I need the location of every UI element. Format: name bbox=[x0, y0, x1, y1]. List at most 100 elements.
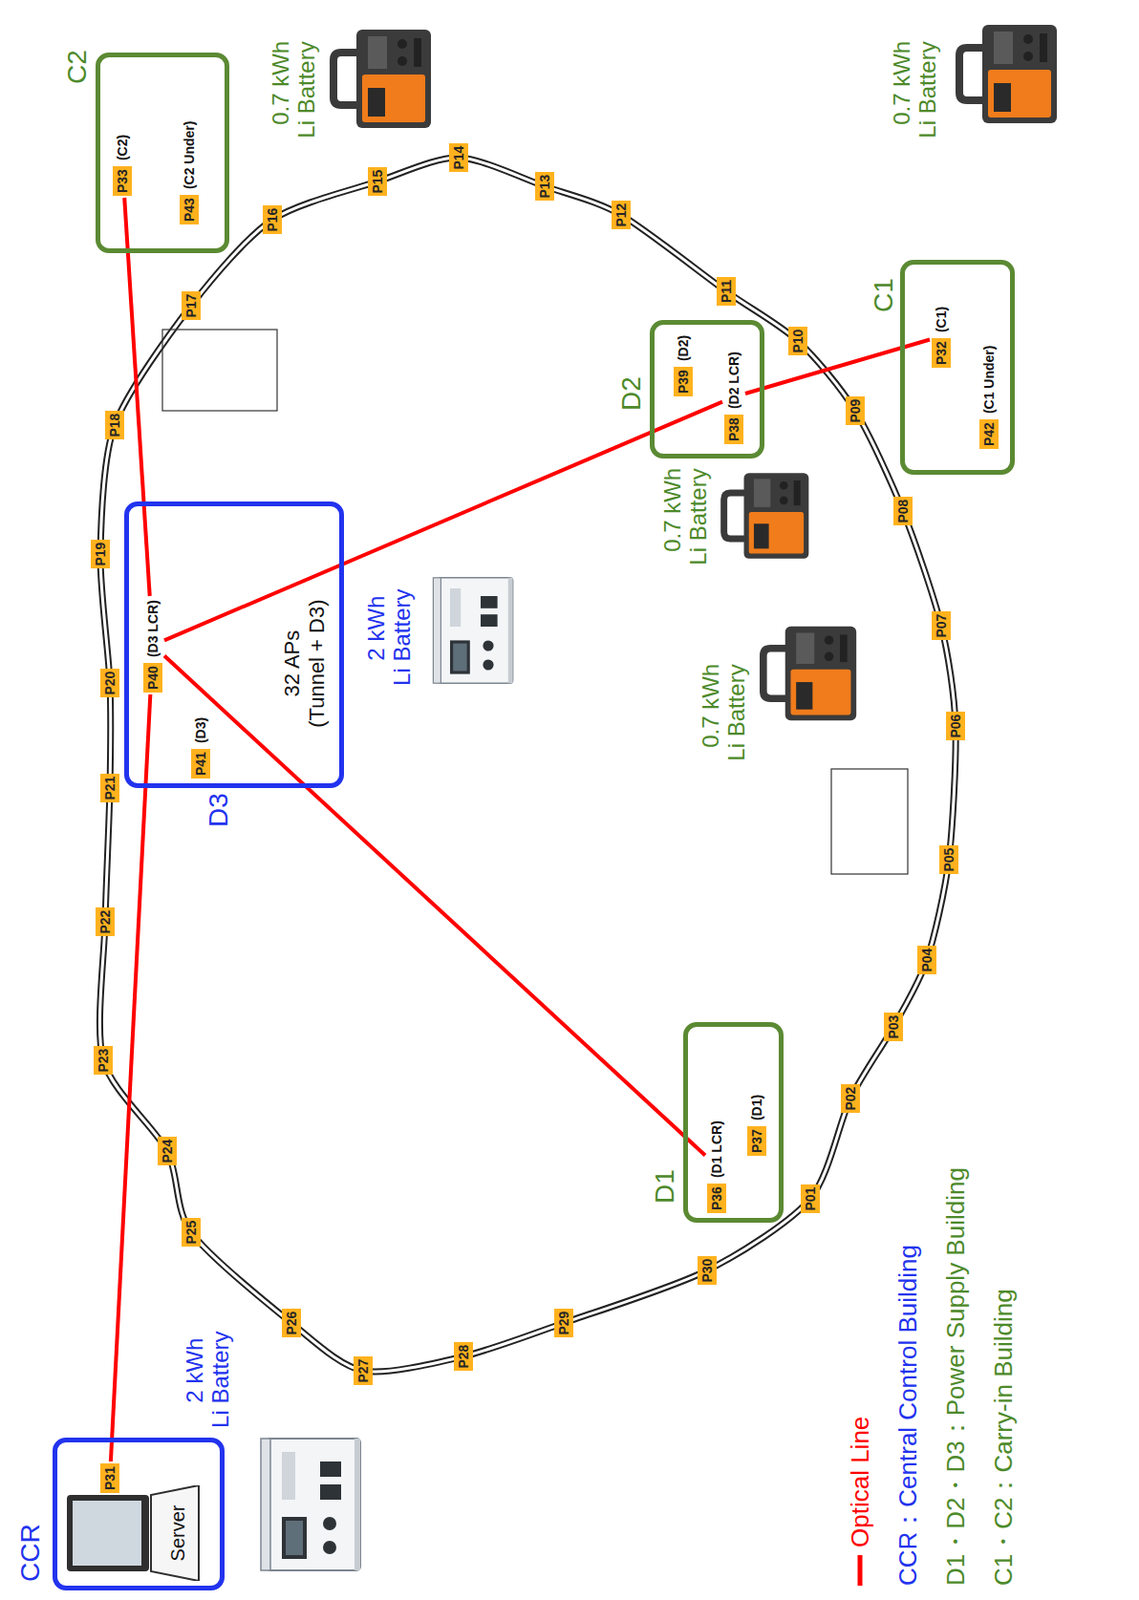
tunnel-floor bbox=[99, 157, 956, 1373]
portable-battery-icon bbox=[333, 29, 431, 129]
point-id: P25 bbox=[181, 1218, 201, 1248]
access-point-tag: P31 bbox=[100, 1463, 120, 1494]
access-point-tag: P22 bbox=[95, 907, 115, 938]
tunnel-ring bbox=[99, 157, 956, 1373]
legend-text: C1・C2：Carry-in Building bbox=[988, 1289, 1018, 1587]
access-point-tag: P23 bbox=[93, 1046, 113, 1076]
point-id: P43 bbox=[179, 194, 199, 225]
point-id: P23 bbox=[93, 1046, 113, 1076]
building-heading: D2 bbox=[616, 376, 647, 411]
access-point-tag: P42(C1 Under) bbox=[979, 343, 999, 450]
server-label: Server bbox=[166, 1485, 190, 1582]
access-point-tag: P11 bbox=[716, 277, 736, 306]
point-id: P36 bbox=[707, 1183, 727, 1214]
point-id: P10 bbox=[788, 326, 808, 357]
access-point-tag: P28 bbox=[453, 1342, 473, 1373]
building-box: D332 APs (Tunnel + D3)P40(D3 LCR)P41(D3) bbox=[124, 501, 344, 789]
point-note: (C1) bbox=[932, 304, 950, 335]
point-id: P29 bbox=[554, 1309, 574, 1339]
access-point-tag: P43(C2 Under) bbox=[179, 119, 199, 225]
access-point-tag: P26 bbox=[281, 1309, 301, 1339]
point-id: P12 bbox=[611, 200, 631, 231]
building-outline bbox=[162, 329, 278, 411]
legend-line-sample bbox=[850, 1555, 870, 1587]
point-note: (D3) bbox=[192, 715, 210, 746]
access-point-tag: P41(D3) bbox=[191, 715, 211, 779]
point-id: P20 bbox=[100, 668, 120, 699]
point-id: P19 bbox=[90, 539, 110, 570]
portable-battery-icon bbox=[763, 626, 857, 721]
building-note: 32 APs (Tunnel + D3) bbox=[279, 596, 330, 731]
access-point-tag: P01 bbox=[800, 1184, 820, 1215]
access-point-tag: P08 bbox=[893, 496, 913, 527]
battery-unit-icon bbox=[260, 1439, 361, 1571]
point-id: P30 bbox=[697, 1256, 717, 1287]
access-point-tag: P32(C1) bbox=[931, 304, 951, 368]
point-id: P16 bbox=[262, 205, 282, 236]
access-point-tag: P21 bbox=[100, 773, 120, 804]
battery-capacity: 2 kWh Li Battery bbox=[181, 1329, 234, 1431]
access-point-tag: P06 bbox=[945, 711, 966, 742]
access-point-tag: P09 bbox=[845, 396, 865, 427]
point-note: (C2) bbox=[113, 132, 131, 163]
access-point-tag: P24 bbox=[157, 1137, 177, 1167]
point-note: (D1) bbox=[748, 1093, 766, 1123]
point-note: (D1 LCR) bbox=[708, 1118, 726, 1181]
point-id: P01 bbox=[800, 1184, 820, 1215]
access-point-tag: P30 bbox=[697, 1256, 717, 1287]
building-heading: D3 bbox=[203, 793, 235, 828]
access-point-tag: P39(D2) bbox=[673, 333, 693, 397]
point-note: (D2 LCR) bbox=[725, 349, 743, 411]
battery-capacity: 0.7 kWh Li Battery bbox=[267, 38, 320, 142]
point-id: P31 bbox=[100, 1463, 120, 1494]
point-id: P17 bbox=[181, 291, 201, 322]
battery-capacity: 0.7 kWh Li Battery bbox=[659, 465, 711, 569]
battery-unit-icon bbox=[432, 578, 513, 684]
access-point-tag: P12 bbox=[611, 200, 631, 231]
point-id: P26 bbox=[281, 1309, 301, 1339]
point-id: P18 bbox=[105, 410, 125, 441]
access-point-tag: P10 bbox=[788, 326, 808, 357]
point-id: P27 bbox=[353, 1356, 373, 1387]
point-id: P06 bbox=[945, 711, 966, 742]
legend-row: Optical Line bbox=[843, 1417, 877, 1587]
point-id: P37 bbox=[747, 1126, 767, 1157]
access-point-tag: P19 bbox=[90, 539, 110, 570]
point-id: P08 bbox=[893, 496, 913, 527]
point-id: P13 bbox=[535, 171, 555, 202]
building-heading: CCR bbox=[15, 1524, 46, 1583]
point-id: P28 bbox=[453, 1342, 473, 1373]
access-point-tag: P15 bbox=[367, 167, 387, 197]
access-point-tag: P05 bbox=[939, 845, 959, 876]
access-point-tag: P04 bbox=[917, 945, 937, 976]
access-point-tag: P07 bbox=[931, 611, 951, 642]
access-point-tag: P13 bbox=[535, 171, 555, 202]
optical-line bbox=[164, 656, 706, 1157]
legend: Optical Line bbox=[843, 1417, 877, 1587]
point-id: P04 bbox=[917, 945, 937, 976]
building-box: C2P33(C2)P43(C2 Under) bbox=[95, 52, 230, 254]
access-point-tag: P33(C2) bbox=[112, 132, 132, 196]
building-box: D1P36(D1 LCR)P37(D1) bbox=[683, 1022, 784, 1224]
battery-capacity: 0.7 kWh Li Battery bbox=[697, 661, 750, 765]
access-point-tag: P18 bbox=[105, 410, 125, 441]
point-id: P22 bbox=[95, 907, 115, 938]
building-heading: D1 bbox=[649, 1169, 681, 1204]
point-note: (C1 Under) bbox=[980, 343, 998, 417]
point-note: (D2) bbox=[674, 333, 692, 364]
access-point-tag: P37 (D1) bbox=[747, 1093, 767, 1157]
point-id: P05 bbox=[939, 845, 959, 876]
legend-text: Optical Line bbox=[845, 1417, 875, 1548]
access-point-tag: P29 bbox=[554, 1309, 574, 1339]
optical-line bbox=[164, 402, 723, 642]
battery-capacity: 2 kWh Li Battery bbox=[363, 586, 415, 688]
access-point-tag: P38(D2 LCR) bbox=[724, 349, 744, 445]
point-id: P21 bbox=[100, 773, 120, 804]
point-id: P07 bbox=[931, 611, 951, 642]
point-note: (D3 LCR) bbox=[144, 598, 162, 660]
optical-line bbox=[110, 694, 151, 1462]
access-point-tag: P14 bbox=[449, 143, 469, 173]
building-box: C1P32(C1)P42(C1 Under) bbox=[900, 259, 1015, 475]
access-point-tag: P02 bbox=[840, 1084, 860, 1115]
access-point-tag: P16 bbox=[262, 205, 282, 236]
